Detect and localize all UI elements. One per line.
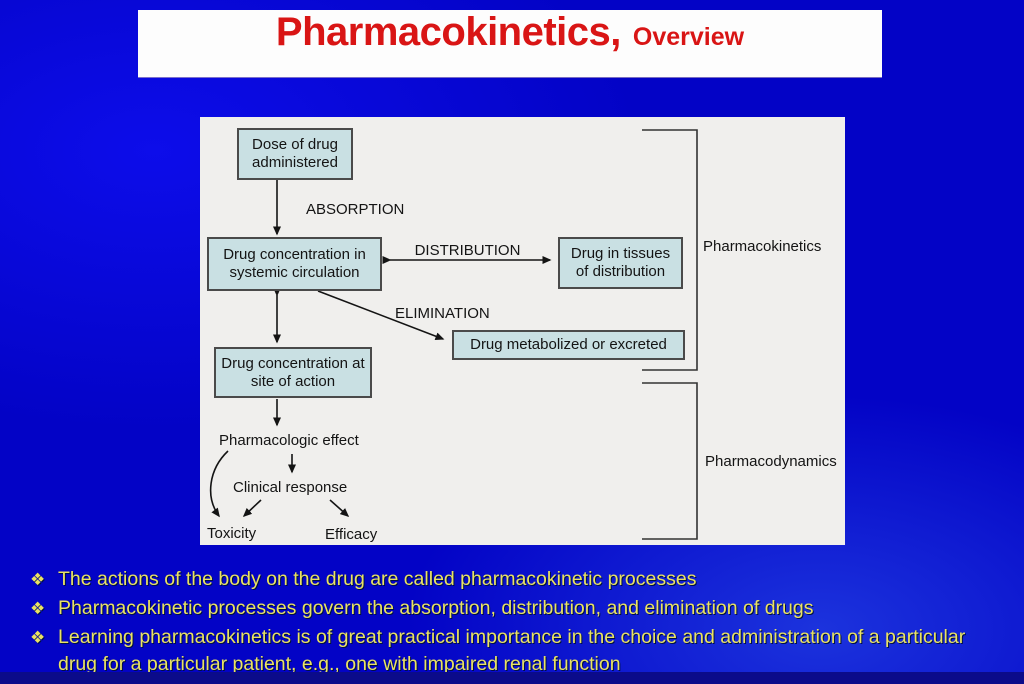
bullet-text: Pharmacokinetic processes govern the abs…	[58, 597, 814, 619]
response-to-efficacy-arrow	[329, 499, 350, 517]
page-title: Pharmacokinetics,	[275, 10, 622, 54]
diamond-bullet-icon: ❖	[30, 628, 46, 648]
tissues-box: Drug in tissues of distribution	[558, 237, 683, 289]
pharmacodynamics-bracket	[642, 382, 698, 540]
diagram-arrows	[209, 129, 698, 540]
bullet-text: Learning pharmacokinetics is of great pr…	[58, 626, 966, 675]
distribution-label: DISTRIBUTION	[414, 242, 521, 259]
bottom-border-strip	[0, 672, 1024, 684]
list-item: ❖ Pharmacokinetic processes govern the a…	[30, 595, 970, 623]
absorption-label: ABSORPTION	[306, 201, 405, 218]
bullet-list: ❖ The actions of the body on the drug ar…	[30, 566, 970, 679]
pharmacokinetics-bracket	[642, 129, 698, 371]
metabolized-box: Drug metabolized or excreted	[452, 330, 685, 360]
pharmacodynamics-bracket-label: Pharmacodynamics	[705, 453, 837, 470]
pharmacokinetics-bracket-label: Pharmacokinetics	[703, 238, 822, 255]
toxicity-label: Toxicity	[207, 525, 257, 542]
list-item: ❖ Learning pharmacokinetics is of great …	[30, 624, 970, 678]
title-banner: Pharmacokinetics, Overview	[138, 10, 882, 77]
elimination-arrow	[317, 290, 445, 341]
diamond-bullet-icon: ❖	[30, 570, 46, 590]
efficacy-label: Efficacy	[325, 526, 378, 543]
list-item: ❖ The actions of the body on the drug ar…	[30, 566, 970, 594]
bullet-text: The actions of the body on the drug are …	[58, 568, 697, 590]
clinical-response-label: Clinical response	[233, 479, 348, 496]
pharmacologic-effect-label: Pharmacologic effect	[219, 432, 359, 449]
pharmacokinetics-diagram: Dose of drug administered Drug concentra…	[200, 117, 845, 545]
dose-box: Dose of drug administered	[237, 128, 353, 180]
elimination-label: ELIMINATION	[395, 305, 490, 322]
effect-to-toxicity-arrow	[209, 450, 229, 518]
site-of-action-box: Drug concentration at site of action	[214, 347, 372, 398]
page-subtitle: Overview	[632, 23, 745, 51]
response-to-toxicity-arrow	[242, 499, 262, 518]
diamond-bullet-icon: ❖	[30, 599, 46, 619]
systemic-circulation-box: Drug concentration in systemic circulati…	[207, 237, 382, 291]
